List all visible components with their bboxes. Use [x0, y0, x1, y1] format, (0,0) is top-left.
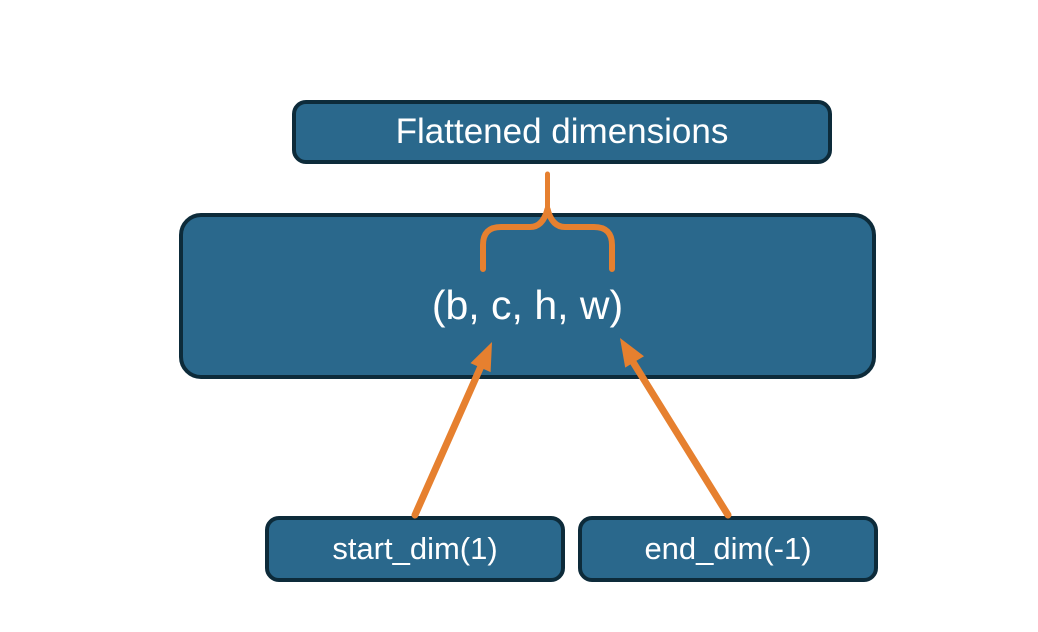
end-dim-label: end_dim(-1)	[644, 531, 812, 566]
end-dim-box: end_dim(-1)	[578, 516, 878, 582]
start-dim-label: start_dim(1)	[332, 531, 498, 566]
tensor-shape-box: (b, c, h, w)	[179, 213, 876, 379]
start-dim-box: start_dim(1)	[265, 516, 565, 582]
end-dim-arrow-line	[629, 358, 732, 519]
tensor-shape-label: (b, c, h, w)	[431, 281, 624, 328]
flattened-dimensions-box: Flattened dimensions	[292, 100, 832, 164]
flattened-dimensions-label: Flattened dimensions	[395, 112, 729, 151]
start-dim-arrow-line	[411, 360, 486, 519]
